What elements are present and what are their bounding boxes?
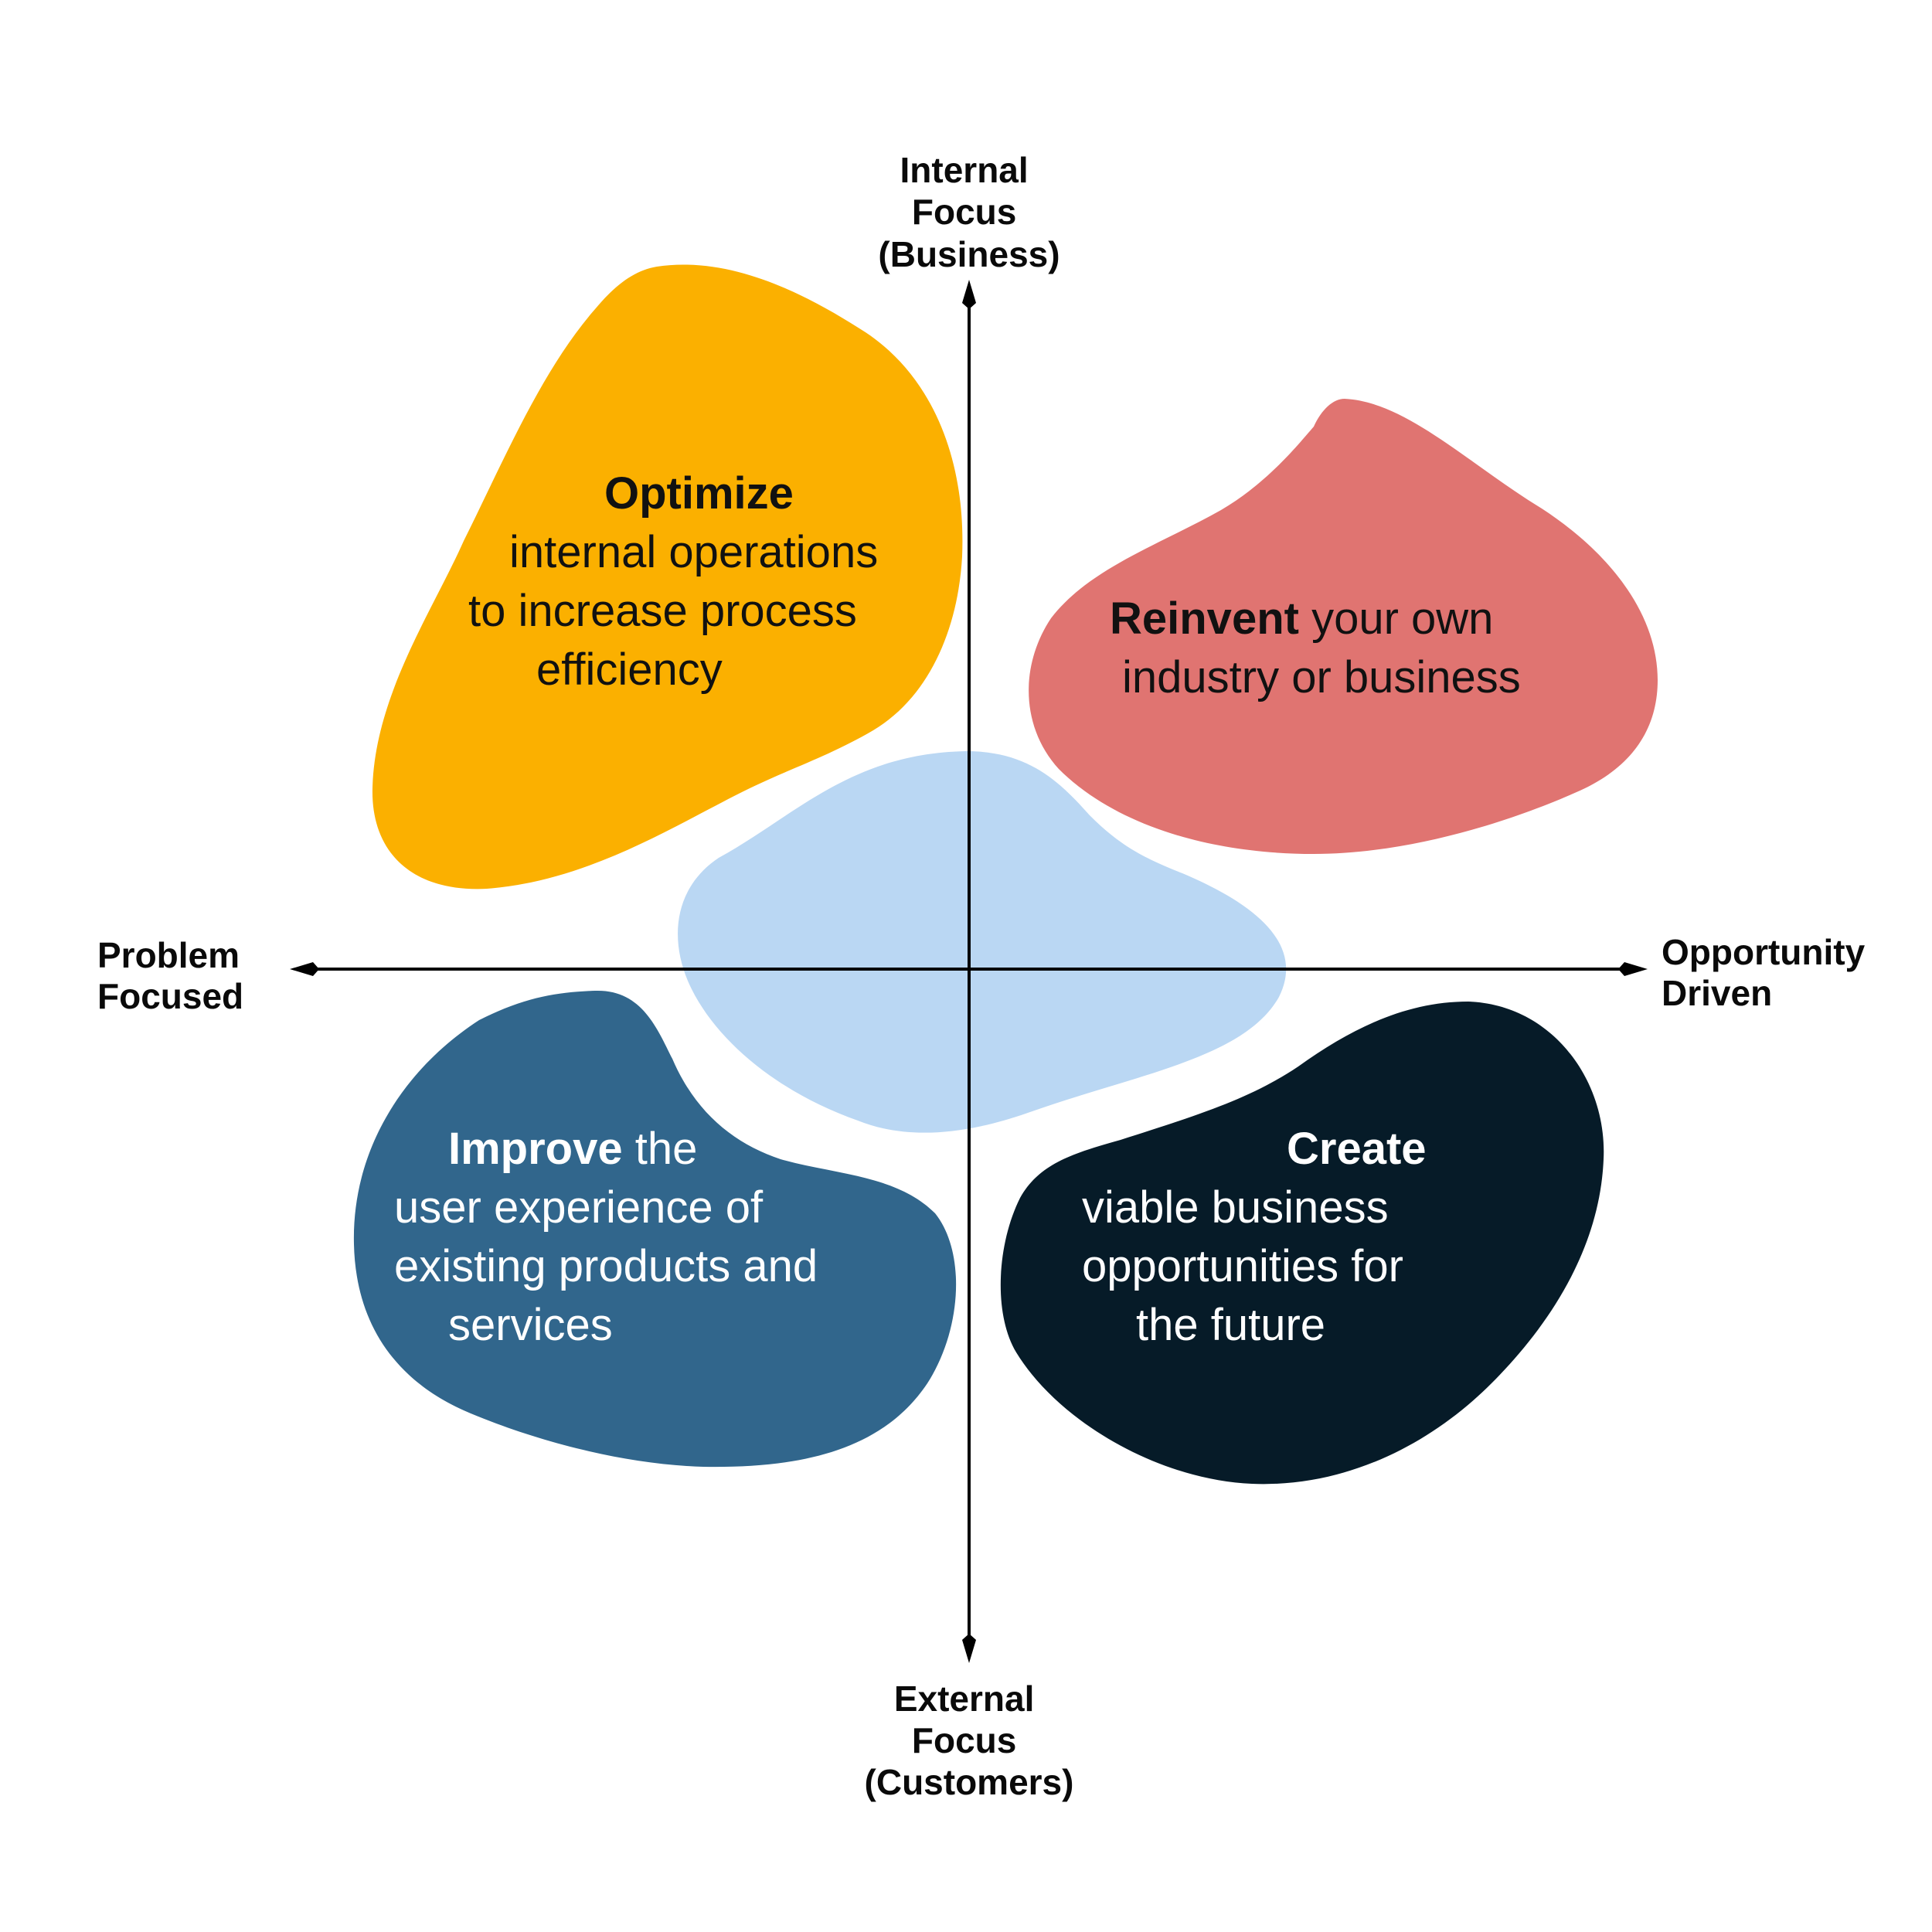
arrow-right-icon <box>1618 962 1648 976</box>
optimize-text: Optimize internal operations to increase… <box>468 468 890 695</box>
optimize-blob <box>372 264 963 889</box>
axis-label-bottom: External Focus (Customers) <box>865 1679 1074 1802</box>
improve-title: Improve <box>448 1124 623 1174</box>
arrow-left-icon <box>290 962 319 976</box>
create-text: Create viable business opportunities for… <box>1082 1124 1439 1350</box>
improve-blob <box>353 990 957 1468</box>
axis-label-top: Internal Focus (Business) <box>878 150 1060 274</box>
reinvent-text: Reinvent your own industry or business <box>1110 594 1521 702</box>
axis-label-right: Opportunity Driven <box>1662 932 1875 1013</box>
optimize-title: Optimize <box>604 468 794 519</box>
reinvent-blob <box>1029 399 1658 854</box>
reinvent-title: Reinvent <box>1110 594 1299 644</box>
axes <box>290 280 1648 1663</box>
center-blob <box>678 751 1287 1133</box>
arrow-up-icon <box>962 280 976 309</box>
create-title: Create <box>1287 1124 1427 1174</box>
arrow-down-icon <box>962 1634 976 1663</box>
axis-label-left: Problem Focused <box>97 935 250 1016</box>
improve-text: Improve the user experience of existing … <box>394 1124 830 1350</box>
create-blob <box>1000 1002 1604 1485</box>
